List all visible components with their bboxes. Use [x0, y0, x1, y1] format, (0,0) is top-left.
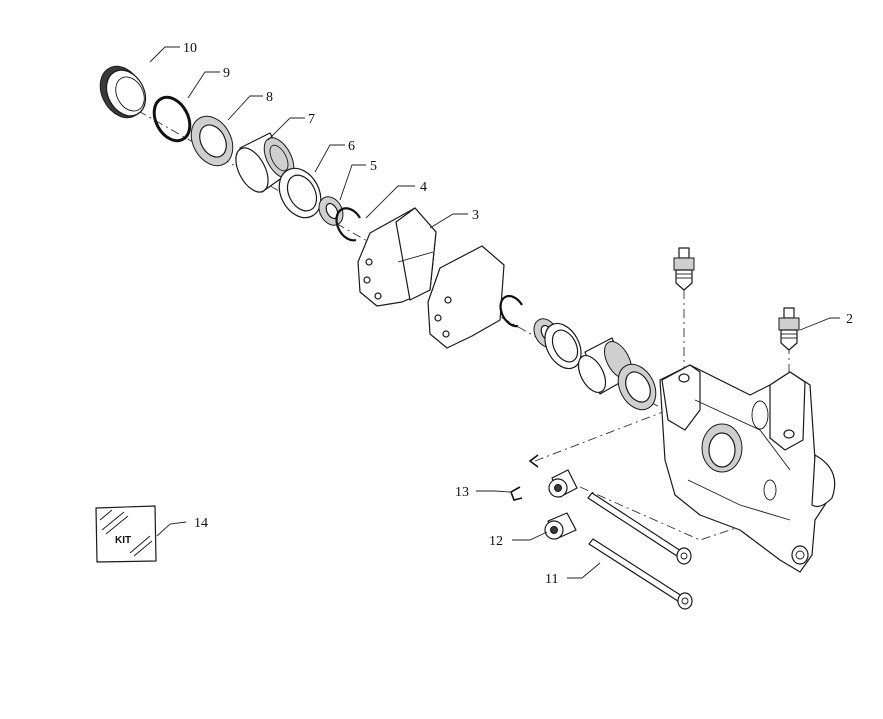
- part-13-clip[interactable]: [510, 486, 523, 501]
- callout-2: 2: [846, 312, 853, 327]
- leader-2: [799, 317, 840, 331]
- callout-11: 11: [545, 572, 558, 587]
- callout-4: 4: [420, 180, 427, 195]
- part-9-o-ring[interactable]: [147, 91, 197, 147]
- callout-3: 3: [472, 208, 479, 223]
- caliper-body[interactable]: [659, 364, 836, 573]
- leader-14: [156, 521, 187, 537]
- leader-6: [314, 144, 345, 173]
- part-2-bleeder-screw-left[interactable]: [673, 247, 695, 291]
- leader-10: [149, 46, 180, 63]
- part-12-bushing-upper[interactable]: [548, 469, 578, 498]
- part-4-circlip[interactable]: [335, 207, 361, 242]
- part-10-cap[interactable]: [92, 59, 153, 125]
- part-12-bushing-lower[interactable]: [544, 512, 577, 540]
- part-6-seal[interactable]: [271, 161, 329, 225]
- leader-3: [429, 213, 468, 229]
- leader-11: [567, 562, 601, 579]
- part-2-bleeder-screw-right[interactable]: [778, 307, 800, 351]
- callout-5: 5: [370, 159, 377, 174]
- part-3-brake-pad-rear[interactable]: [427, 245, 505, 349]
- circlip-inner[interactable]: [499, 294, 523, 328]
- kit-label: KIT: [115, 535, 131, 546]
- leader-5: [339, 164, 366, 201]
- leader-8: [227, 95, 263, 121]
- callout-7: 7: [308, 112, 315, 127]
- seal-ring-inner[interactable]: [611, 358, 664, 416]
- leader-9: [187, 71, 220, 99]
- part-13-clip-upper[interactable]: [528, 454, 539, 468]
- callout-12: 12: [489, 534, 503, 549]
- callout-8: 8: [266, 90, 273, 105]
- callout-10: 10: [183, 41, 197, 56]
- leader-7: [267, 117, 305, 141]
- part-11-guide-pin-upper[interactable]: [587, 492, 692, 565]
- leader-12: [512, 531, 548, 541]
- callout-6: 6: [348, 139, 355, 154]
- part-14-kit-icon[interactable]: KIT: [95, 505, 157, 563]
- leader-4: [365, 185, 415, 219]
- part-11-guide-pin-lower[interactable]: [588, 538, 693, 610]
- callout-9: 9: [223, 66, 230, 81]
- callout-14: 14: [194, 516, 208, 531]
- callout-13: 13: [455, 485, 469, 500]
- pin-axis-lower: [534, 409, 669, 462]
- part-3-brake-pad-front[interactable]: [357, 207, 437, 307]
- part-7-piston[interactable]: [229, 132, 300, 197]
- seal-inner[interactable]: [538, 317, 589, 374]
- part-8-seal-ring[interactable]: [183, 109, 241, 173]
- leader-13: [476, 490, 511, 493]
